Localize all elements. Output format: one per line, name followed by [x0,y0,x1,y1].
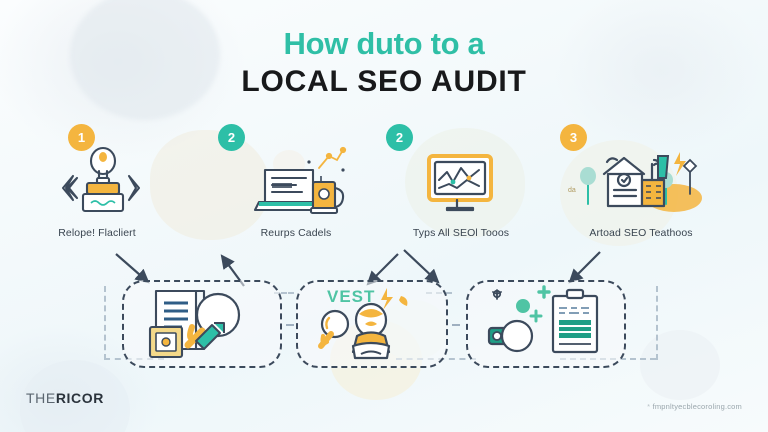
arrow-3 [366,253,399,286]
clipboard-checklist-icon: S [483,284,609,365]
logo-text-bold: RICOR [55,390,104,406]
frame-line-right [656,286,658,360]
step-number-badge-3: 2 [386,124,413,151]
asterisk-marker: * [647,402,651,411]
svg-text:S: S [507,332,513,342]
arrow-5 [568,251,601,284]
lightbulb-stamp-icon [8,136,198,224]
step-label-1: Relope! Flacliert [58,227,136,239]
step-label-4: Artoad SEO Teathoos [589,227,693,239]
source-url-text: fmpnltyecblecoroling.com [652,402,742,411]
title-line-2: LOCAL SEO AUDIT [241,64,527,98]
frame-line-left [104,286,106,360]
step-number-badge-2: 2 [218,124,245,151]
svg-text:VEST: VEST [327,287,375,306]
svg-text:da: da [568,187,576,194]
clipboard-checklist-panel[interactable]: S [466,280,626,368]
title-line-1: How duto to a [283,26,485,61]
document-magnifier-panel[interactable] [122,280,282,368]
magnifier-person-icon: VEST [313,284,431,365]
brand-logo[interactable]: THERICOR [26,390,104,406]
document-magnifier-icon [140,285,264,364]
page-title: How duto to a LOCAL SEO AUDIT [0,26,768,100]
step-number-badge-1: 1 [68,124,95,151]
steps-row: 1 Relope! Flac [0,124,768,250]
step-label-3: Typs All SEOl Tooos [412,227,510,239]
laptop-coffee-icon [204,136,394,224]
arrow-4 [403,249,440,284]
panel-connector-1 [286,324,294,326]
vest-person-panel[interactable]: VEST [296,280,448,368]
connector-arrows [0,246,768,298]
step-label-2: Reurps Cadels [260,227,332,239]
arrow-1 [115,253,150,284]
monitor-chart-icon [364,136,554,224]
frame-segment-b [274,292,294,294]
house-factory-icon: da [542,136,732,224]
result-panels-row: VEST [0,278,768,376]
logo-text-thin: THE [26,390,56,406]
step-number-badge-4: 3 [560,124,587,151]
source-url: * fmpnltyecblecoroling.com [647,402,742,411]
panel-connector-2 [452,324,460,326]
